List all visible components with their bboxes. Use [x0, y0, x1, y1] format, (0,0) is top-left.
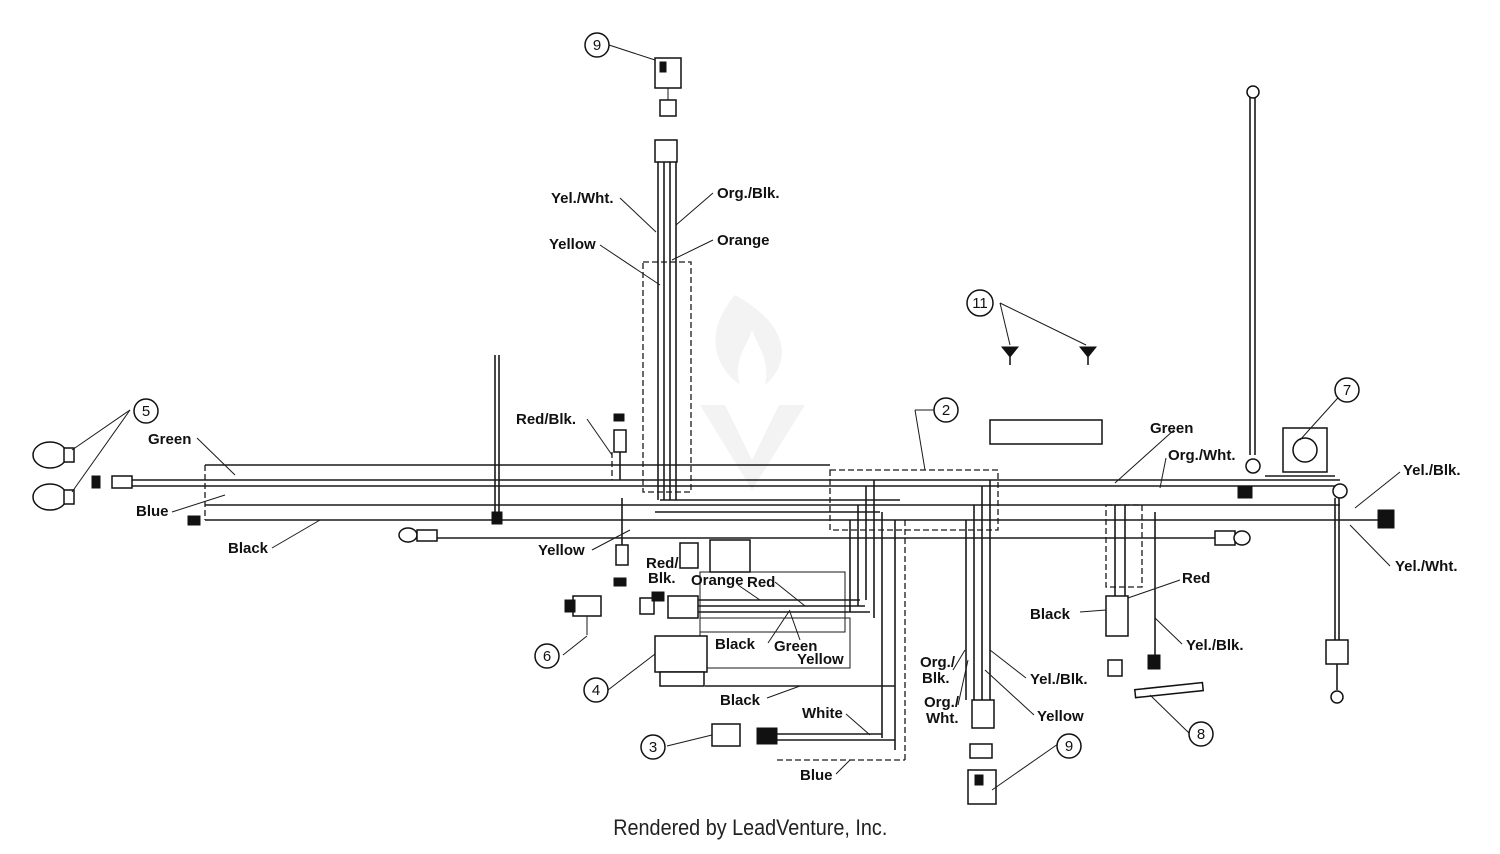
lower-harness	[965, 480, 997, 805]
label-orange-mid: Orange	[691, 572, 744, 589]
label-black-right: Black	[1030, 606, 1071, 623]
mid-connectors	[613, 480, 875, 669]
label-blue-left: Blue	[136, 503, 169, 520]
label-yel-blk-right-low: Yel./Blk.	[1186, 637, 1244, 654]
label-white-low: White	[802, 705, 843, 722]
label-yel-blk-low: Yel./Blk.	[1030, 671, 1088, 688]
label-yellow-mid: Yellow	[538, 542, 585, 559]
label-yellow-box: Yellow	[797, 651, 844, 668]
top-connector-9	[654, 57, 682, 117]
label-red-blk-mid: Red/	[646, 555, 679, 572]
upper-harness	[642, 139, 692, 500]
callout-4: 4	[583, 677, 609, 703]
svg-text:7: 7	[1343, 382, 1351, 399]
part-4	[654, 512, 906, 762]
part-6	[564, 595, 602, 635]
callout-9-top: 9	[584, 32, 610, 58]
label-black-low: Black	[720, 692, 761, 709]
label-red-right: Red	[1182, 570, 1210, 587]
screws-11	[999, 302, 1098, 365]
svg-text:3: 3	[649, 739, 657, 756]
label-red-mid: Red	[747, 574, 775, 591]
callout-6: 6	[534, 643, 560, 669]
svg-text:9: 9	[1065, 738, 1073, 755]
label-yel-wht-top: Yel./Wht.	[551, 190, 614, 207]
switch-3	[711, 723, 905, 761]
label-yel-blk-right: Yel./Blk.	[1403, 462, 1461, 479]
label-orange-top: Orange	[717, 232, 770, 249]
headlamps-5	[32, 409, 133, 511]
label-green-mid: Green	[774, 638, 817, 655]
red-blk-connector	[611, 413, 627, 480]
label-org-blk-low: Org./	[920, 654, 956, 671]
label-yel-wht-right: Yel./Wht.	[1395, 558, 1458, 575]
right-section	[989, 85, 1395, 704]
callout-7: 7	[1334, 377, 1360, 403]
callout-3: 3	[640, 734, 666, 760]
svg-text:2: 2	[942, 402, 950, 419]
svg-text:8: 8	[1197, 726, 1205, 743]
label-org-wht-right: Org./Wht.	[1168, 447, 1236, 464]
label-green-left: Green	[148, 431, 191, 448]
label-black-mid: Black	[715, 636, 756, 653]
callout-2: 2	[933, 397, 959, 423]
svg-text:6: 6	[543, 648, 551, 665]
callout-5: 5	[133, 398, 159, 424]
label-blue-low: Blue	[800, 767, 833, 784]
label-green-right: Green	[1150, 420, 1193, 437]
label-org-wht-low: Org./	[924, 694, 960, 711]
main-harness	[130, 464, 1380, 539]
callout-8: 8	[1188, 721, 1214, 747]
watermark-logo	[700, 295, 805, 490]
svg-text:9: 9	[593, 37, 601, 54]
svg-text:11: 11	[972, 295, 988, 312]
callout-9-bottom: 9	[1056, 733, 1082, 759]
callout-11: 11	[966, 289, 994, 317]
label-org-blk-low-2: Blk.	[922, 670, 950, 687]
svg-text:4: 4	[592, 682, 600, 699]
wire-labels: Yel./Wht. Org./Blk. Yellow Orange Red/Bl…	[136, 185, 1461, 784]
label-org-wht-low-2: Wht.	[926, 710, 958, 727]
footer-text: Rendered by LeadVenture, Inc.	[612, 815, 888, 840]
label-yellow-low: Yellow	[1037, 708, 1084, 725]
label-red-blk-left: Red/Blk.	[516, 411, 576, 428]
footer-credit: Rendered by LeadVenture, Inc.	[0, 815, 1500, 841]
label-leaders	[171, 192, 1401, 775]
label-black-left: Black	[228, 540, 269, 557]
vertical-rod	[187, 355, 503, 543]
label-red-blk-mid-2: Blk.	[648, 570, 676, 587]
label-org-blk-top: Org./Blk.	[717, 185, 780, 202]
label-yellow-top: Yellow	[549, 236, 596, 253]
svg-text:5: 5	[142, 403, 150, 420]
